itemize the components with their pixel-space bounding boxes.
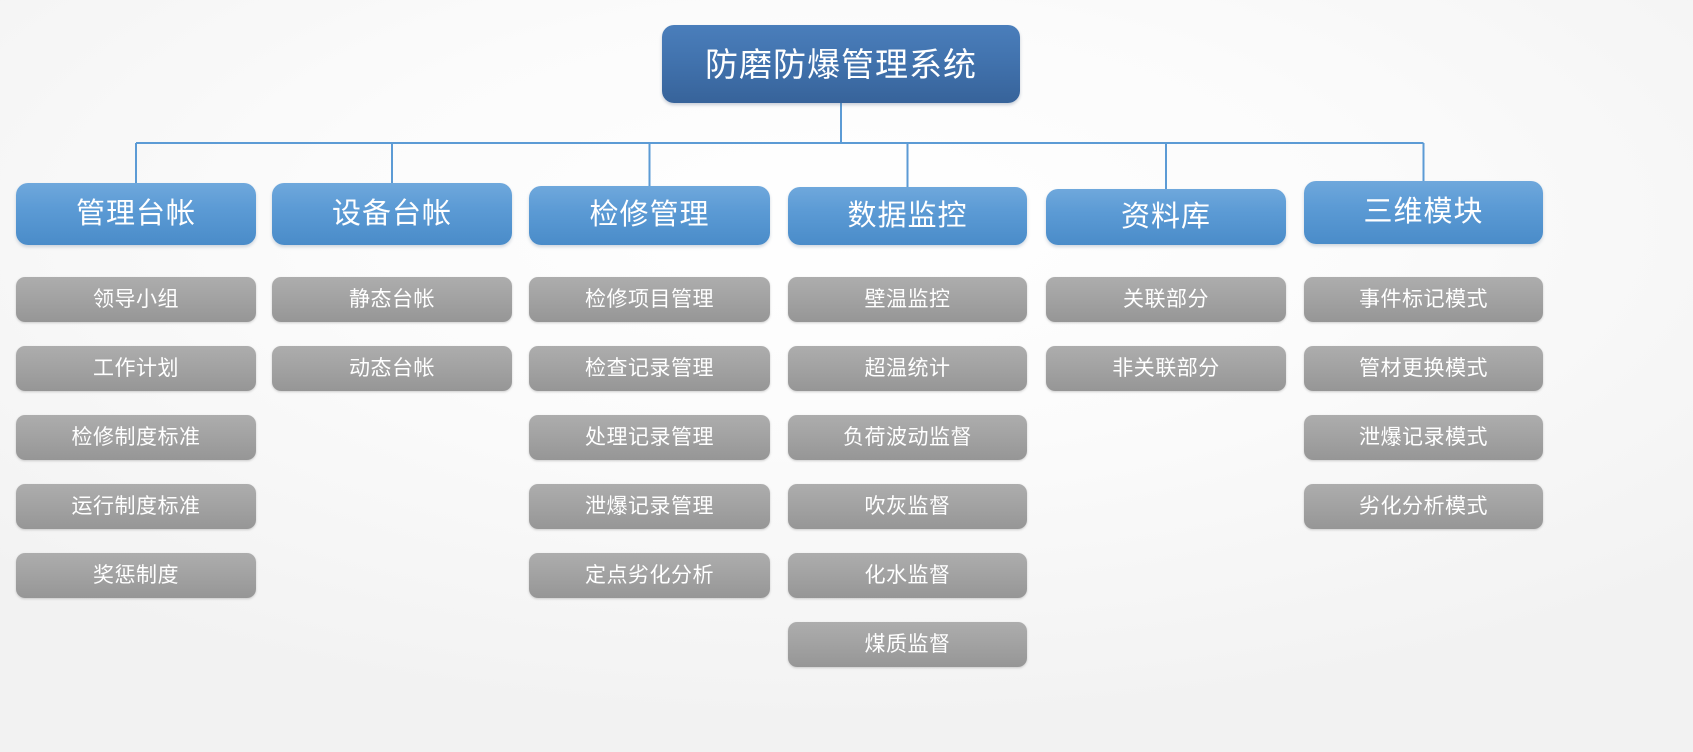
leaf-node-label: 动态台帐 (349, 357, 435, 380)
leaf-node-label: 检修制度标准 (71, 426, 201, 449)
leaf-node-label: 化水监督 (864, 564, 951, 587)
leaf-node[interactable]: 超温统计 (788, 346, 1027, 391)
leaf-node[interactable]: 事件标记模式 (1304, 277, 1543, 322)
leaf-node[interactable]: 检修制度标准 (16, 415, 256, 460)
leaf-node[interactable]: 工作计划 (16, 346, 256, 391)
branch-node-5[interactable]: 资料库 (1046, 189, 1286, 245)
leaf-node[interactable]: 吹灰监督 (788, 484, 1027, 529)
branch-node-label: 三维模块 (1363, 196, 1484, 228)
leaf-node-label: 运行制度标准 (71, 495, 201, 518)
leaf-node-label: 检修项目管理 (585, 288, 714, 311)
leaf-node[interactable]: 负荷波动监督 (788, 415, 1027, 460)
branch-node-label: 设备台帐 (331, 197, 452, 230)
branch-node-label: 资料库 (1120, 200, 1211, 233)
leaf-node[interactable]: 静态台帐 (272, 277, 512, 322)
leaf-node-label: 领导小组 (93, 288, 179, 311)
leaf-node-label: 非关联部分 (1112, 357, 1220, 380)
root-node-label: 防磨防爆管理系统 (705, 45, 977, 83)
root-node[interactable]: 防磨防爆管理系统 (662, 25, 1020, 103)
leaf-node[interactable]: 定点劣化分析 (529, 553, 770, 598)
leaf-node-label: 超温统计 (864, 357, 951, 380)
leaf-node-label: 处理记录管理 (585, 426, 714, 449)
leaf-node-label: 泄爆记录管理 (585, 495, 714, 518)
leaf-node-label: 关联部分 (1123, 288, 1209, 311)
branch-node-2[interactable]: 设备台帐 (272, 183, 512, 245)
leaf-node-label: 壁温监控 (864, 288, 951, 311)
leaf-node-label: 奖惩制度 (93, 564, 179, 587)
leaf-node[interactable]: 劣化分析模式 (1304, 484, 1543, 529)
leaf-node[interactable]: 化水监督 (788, 553, 1027, 598)
leaf-node-label: 管材更换模式 (1359, 357, 1488, 380)
leaf-node[interactable]: 动态台帐 (272, 346, 512, 391)
leaf-node-label: 负荷波动监督 (843, 426, 972, 449)
leaf-node[interactable]: 关联部分 (1046, 277, 1286, 322)
leaf-node-label: 劣化分析模式 (1359, 495, 1488, 518)
leaf-node[interactable]: 管材更换模式 (1304, 346, 1543, 391)
leaf-node-label: 吹灰监督 (864, 495, 951, 518)
leaf-node[interactable]: 泄爆记录管理 (529, 484, 770, 529)
leaf-node-label: 静态台帐 (349, 288, 435, 311)
leaf-node[interactable]: 检查记录管理 (529, 346, 770, 391)
branch-node-label: 管理台帐 (75, 197, 196, 230)
leaf-node[interactable]: 领导小组 (16, 277, 256, 322)
branch-node-4[interactable]: 数据监控 (788, 187, 1027, 245)
leaf-node[interactable]: 奖惩制度 (16, 553, 256, 598)
leaf-node-label: 泄爆记录模式 (1359, 426, 1488, 449)
leaf-node-label: 定点劣化分析 (585, 564, 714, 587)
leaf-node-label: 工作计划 (93, 357, 179, 380)
leaf-node-label: 检查记录管理 (585, 357, 714, 380)
leaf-node[interactable]: 非关联部分 (1046, 346, 1286, 391)
branch-node-label: 检修管理 (589, 199, 710, 231)
branch-node-label: 数据监控 (847, 199, 968, 232)
leaf-node[interactable]: 泄爆记录模式 (1304, 415, 1543, 460)
leaf-node[interactable]: 壁温监控 (788, 277, 1027, 322)
leaf-node[interactable]: 运行制度标准 (16, 484, 256, 529)
leaf-node[interactable]: 煤质监督 (788, 622, 1027, 667)
leaf-node-label: 煤质监督 (864, 633, 951, 656)
branch-node-3[interactable]: 检修管理 (529, 186, 770, 245)
branch-node-6[interactable]: 三维模块 (1304, 181, 1543, 244)
branch-node-1[interactable]: 管理台帐 (16, 183, 256, 245)
leaf-node[interactable]: 检修项目管理 (529, 277, 770, 322)
leaf-node-label: 事件标记模式 (1359, 288, 1488, 311)
leaf-node[interactable]: 处理记录管理 (529, 415, 770, 460)
